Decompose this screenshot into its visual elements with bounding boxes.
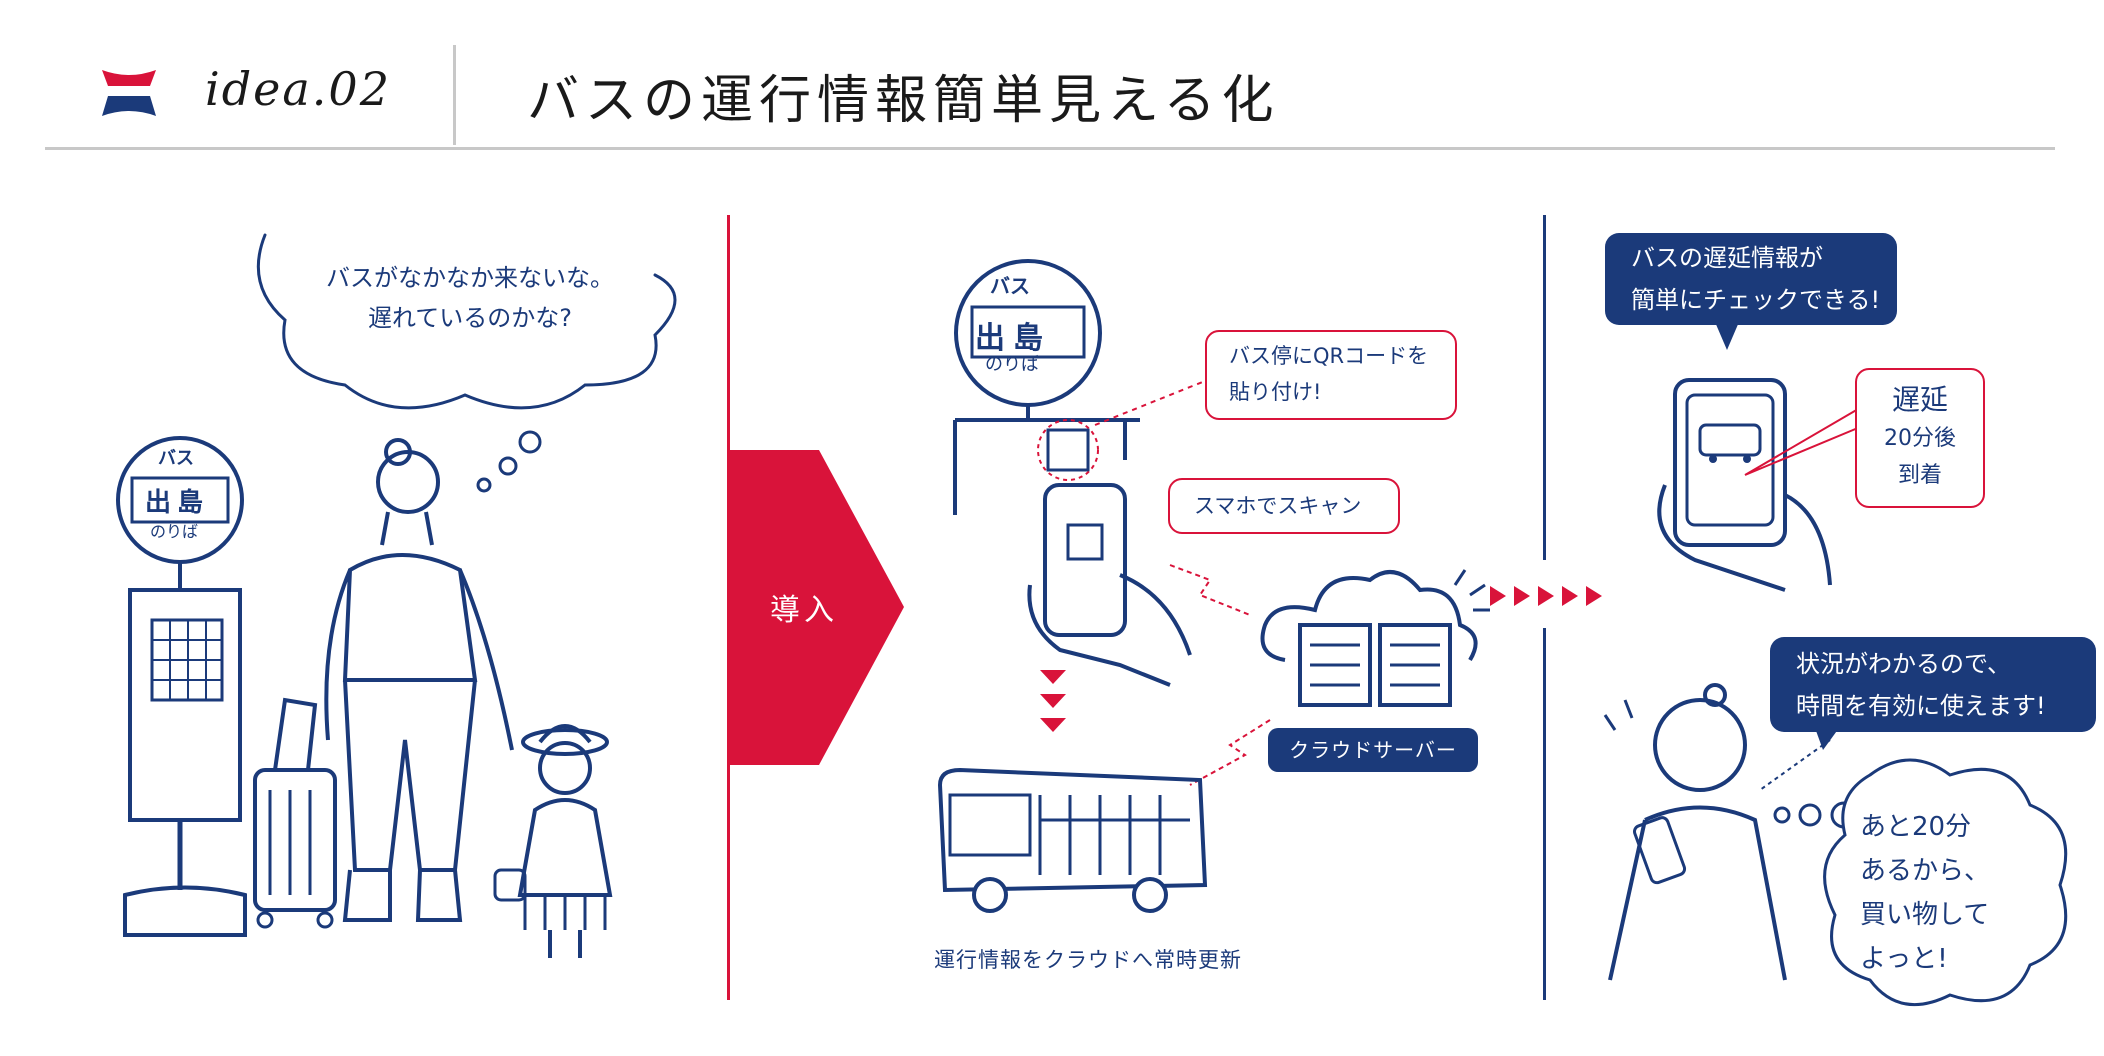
cloud-server-label: クラウドサーバー bbox=[1268, 728, 1478, 772]
right-thought-line1: あと20分 bbox=[1860, 812, 1972, 842]
qr-note-line2: 貼り付け! bbox=[1229, 380, 1322, 404]
scan-note-text: スマホでスキャン bbox=[1194, 494, 1362, 518]
delay-word: 遅延 bbox=[1891, 383, 1948, 416]
right-section-divider-lower bbox=[1543, 628, 1546, 1000]
right-thought-line4: よっと! bbox=[1860, 944, 1948, 974]
mid-sign-bottom: のりば bbox=[985, 354, 1039, 375]
delay-info-tail bbox=[1715, 322, 1739, 350]
delay-status-box: 遅延 20分後 到着 bbox=[1855, 368, 1985, 508]
phone-scan-hand-icon bbox=[1027, 483, 1192, 687]
right-thought-line2: あるから、 bbox=[1860, 856, 1991, 886]
left-sign-top: バス bbox=[158, 448, 194, 469]
left-thought-line2: 遅れているのかな? bbox=[367, 304, 573, 332]
qr-dotted-connector bbox=[1094, 374, 1221, 426]
thought-cloud-icon bbox=[256, 233, 677, 410]
brand-logo-icon bbox=[102, 70, 156, 116]
benefit-line1: 状況がわかるので、 bbox=[1796, 650, 2012, 678]
left-thought-text: バスがなかなか来ないな。 遅れているのかな? bbox=[320, 258, 620, 338]
benefit-dotted-connector bbox=[1759, 739, 1831, 791]
delay-info-line1: バスの遅延情報が bbox=[1631, 244, 1823, 272]
mid-sign-top: バス bbox=[990, 274, 1030, 298]
right-thought-line3: 買い物して bbox=[1860, 900, 1990, 930]
header-divider bbox=[453, 45, 456, 145]
scan-note-box: スマホでスキャン bbox=[1168, 478, 1400, 534]
benefit-tail bbox=[1815, 728, 1839, 750]
benefit-box: 状況がわかるので、 時間を有効に使えます! bbox=[1770, 637, 2096, 732]
bus-stop-with-qr-icon bbox=[953, 259, 1140, 515]
lightning-connector-upper bbox=[1169, 564, 1251, 616]
woman-with-phone-icon bbox=[1603, 683, 1787, 981]
down-arrows-icon bbox=[1040, 670, 1066, 732]
update-caption: 運行情報をクラウドへ常時更新 bbox=[934, 948, 1242, 972]
thought-dots-icon bbox=[476, 430, 542, 493]
thought-cloud-right-icon bbox=[1823, 758, 2068, 1007]
mid-sign-mid: 出島 bbox=[975, 321, 1051, 356]
lightning-connector-lower bbox=[1189, 719, 1271, 786]
idea-label: idea.02 bbox=[205, 62, 391, 116]
qr-note-line1: バス停にQRコードを bbox=[1229, 344, 1429, 368]
cloud-server-icon bbox=[1260, 569, 1490, 707]
right-section-divider-upper bbox=[1543, 215, 1546, 560]
page-title: バスの運行情報簡単見える化 bbox=[527, 71, 1280, 131]
benefit-line2: 時間を有効に使えます! bbox=[1796, 692, 2046, 720]
intro-arrow-label: 導入 bbox=[770, 593, 838, 628]
woman-with-luggage-icon bbox=[253, 438, 514, 929]
delay-info-line2: 簡単にチェックできる! bbox=[1631, 286, 1881, 314]
delay-arrival: 到着 bbox=[1897, 463, 1942, 488]
bus-stop-sign-icon bbox=[116, 436, 247, 937]
child-icon bbox=[493, 724, 613, 958]
phone-bus-app-icon bbox=[1657, 378, 1832, 592]
intro-arrow-shape bbox=[727, 450, 904, 765]
left-sign-mid: 出島 bbox=[145, 488, 210, 518]
delay-minutes: 20分後 bbox=[1884, 426, 1956, 451]
delay-info-box: バスの遅延情報が 簡単にチェックできる! bbox=[1605, 233, 1897, 325]
right-arrows-icon bbox=[1490, 586, 1602, 606]
left-sign-bottom: のりば bbox=[150, 522, 199, 541]
qr-note-box: バス停にQRコードを 貼り付け! bbox=[1205, 330, 1457, 420]
bus-icon bbox=[937, 767, 1208, 913]
right-thought-text: あと20分 あるから、 買い物して よっと! bbox=[1860, 805, 2040, 981]
left-thought-line1: バスがなかなか来ないな。 bbox=[326, 264, 614, 292]
header-rule bbox=[45, 147, 2055, 150]
